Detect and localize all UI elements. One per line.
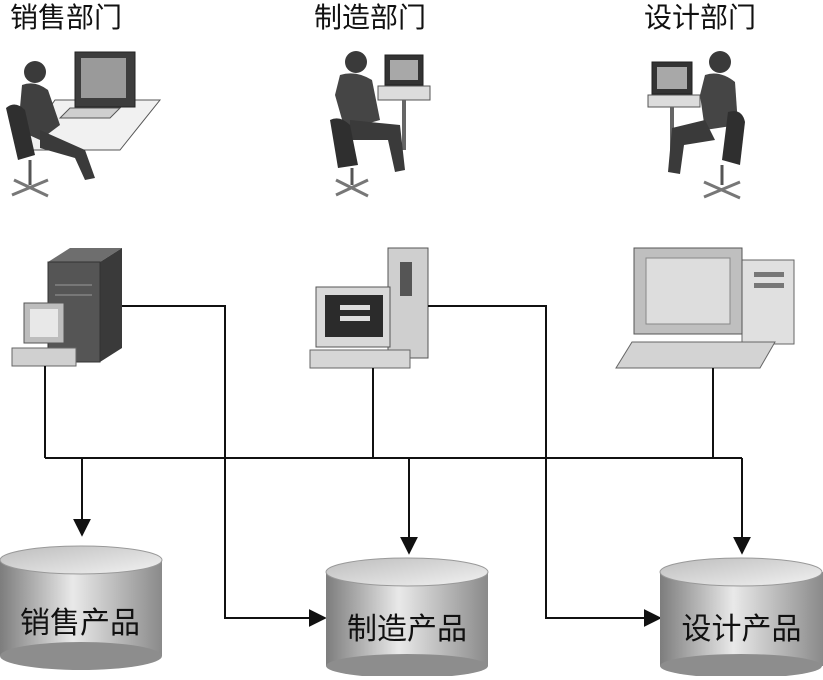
sales-person-icon — [6, 51, 162, 198]
manufacturing-workstation-icon — [309, 247, 429, 369]
db-label-design: 设计产品 — [681, 612, 802, 647]
sales-database-icon — [0, 545, 163, 670]
sales-server-icon — [11, 248, 122, 367]
manufacturing-person-icon — [330, 51, 431, 198]
design-person-icon — [647, 51, 745, 200]
db-label-manufacturing: 制造产品 — [347, 612, 467, 647]
dept-label-design: 设计部门 — [644, 1, 757, 34]
dept-label-sales: 销售部门 — [10, 1, 123, 34]
manufacturing-database-icon — [325, 557, 489, 678]
dept-label-manufacturing: 制造部门 — [314, 1, 427, 34]
connection-lines — [44, 305, 751, 627]
db-label-sales: 销售产品 — [20, 606, 140, 641]
design-desktop-icon — [615, 247, 795, 369]
design-database-icon — [659, 557, 823, 678]
